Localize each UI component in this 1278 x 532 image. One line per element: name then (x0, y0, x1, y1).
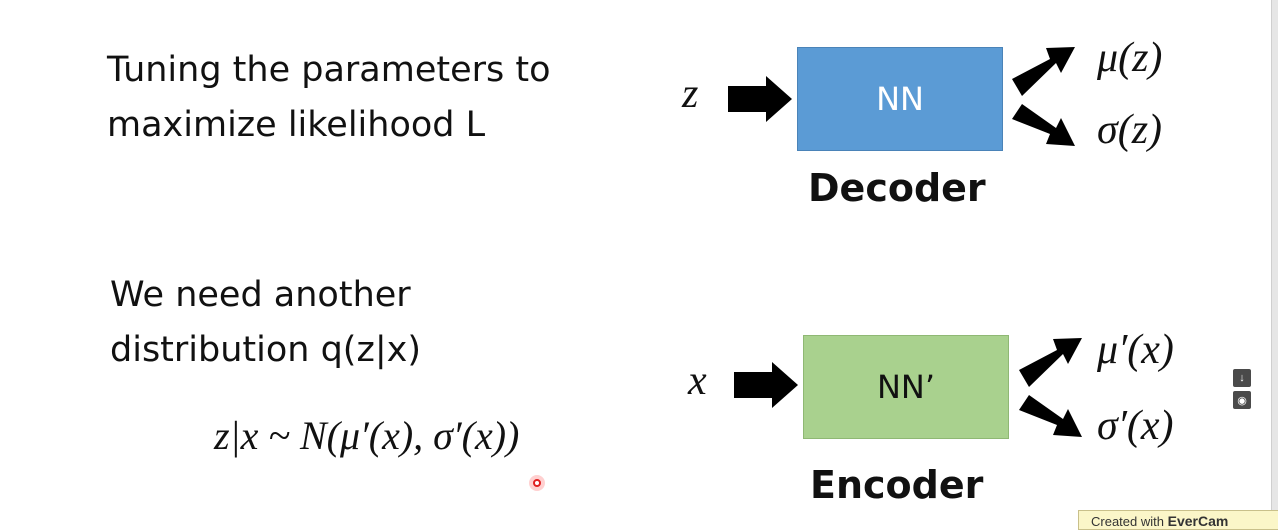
encoder-sigma-arrow (1019, 395, 1082, 437)
encoder-caption: Encoder (810, 463, 984, 507)
encoder-nn-box: NN’ (803, 335, 1009, 439)
watermark-prefix: Created with (1091, 514, 1164, 529)
decoder-input-label: z (682, 71, 699, 117)
microphone-icon[interactable]: ↓ (1233, 369, 1251, 387)
decoder-mu-arrow (1012, 47, 1075, 96)
scrollbar[interactable] (1271, 0, 1278, 526)
encoder-box-label: NN’ (876, 368, 936, 406)
decoder-caption: Decoder (808, 166, 986, 210)
need-line-1: We need another (110, 275, 411, 315)
decoder-nn-box: NN (797, 47, 1003, 151)
watermark-brand: EverCam (1167, 513, 1229, 529)
decoder-box-label: NN (876, 80, 924, 118)
encoder-sigma-label: σ′(x) (1097, 403, 1174, 449)
encoder-input-label: x (688, 358, 707, 404)
need-text: We need another distribution q(z|x) (110, 268, 421, 378)
tuning-line-1: Tuning the parameters to (107, 50, 551, 90)
decoder-sigma-label: σ(z) (1097, 107, 1163, 153)
tuning-text: Tuning the parameters to maximize likeli… (107, 43, 551, 153)
record-icon[interactable]: ◉ (1233, 391, 1251, 409)
decoder-sigma-arrow (1012, 104, 1075, 146)
encoder-mu-arrow (1019, 338, 1082, 387)
posterior-formula: z|x ~ N(μ′(x), σ′(x)) (214, 413, 520, 458)
tuning-line-2: maximize likelihood L (107, 105, 486, 145)
encoder-input-arrow (734, 362, 798, 408)
need-line-2: distribution q(z|x) (110, 330, 421, 370)
decoder-input-arrow (728, 76, 792, 122)
laser-pointer-icon (529, 475, 545, 491)
decoder-mu-label: μ(z) (1097, 35, 1163, 81)
evercam-watermark: Created with EverCam (1078, 510, 1278, 530)
encoder-mu-label: μ′(x) (1097, 327, 1174, 373)
